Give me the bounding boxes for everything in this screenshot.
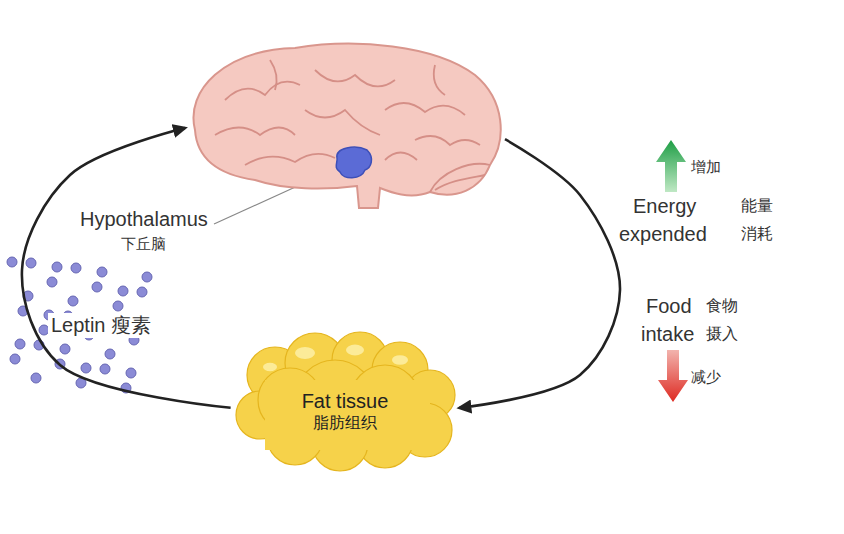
increase-arrow bbox=[656, 140, 686, 192]
leptin-dot bbox=[118, 286, 128, 296]
node-label: Fat tissue bbox=[302, 389, 389, 413]
leptin-dot bbox=[113, 301, 123, 311]
annotation-label: intake bbox=[640, 323, 695, 346]
annotation-label: 能量 bbox=[740, 197, 774, 215]
node-sublabel: 脂肪组织 bbox=[313, 413, 377, 432]
fat-tissue-cloud: Fat tissue脂肪组织 bbox=[235, 335, 455, 465]
hypothalamus-blob bbox=[336, 147, 371, 178]
annotation-label: 消耗 bbox=[740, 225, 774, 243]
leptin-dot bbox=[92, 282, 102, 292]
leptin-dot bbox=[26, 258, 36, 268]
leptin-dot bbox=[60, 344, 70, 354]
leptin-dot bbox=[105, 349, 115, 359]
feedback-arrow bbox=[22, 128, 231, 408]
annotation-label: Energy bbox=[632, 195, 697, 218]
leptin-dot bbox=[7, 257, 17, 267]
decrease-arrow bbox=[658, 350, 688, 402]
annotation-label: 减少 bbox=[690, 368, 722, 385]
brain-region: Hypothalamus下丘脑 bbox=[185, 40, 505, 200]
leptin-dot bbox=[68, 296, 78, 306]
leptin-dot bbox=[100, 364, 110, 374]
edge-label: Leptin 瘦素 bbox=[48, 313, 154, 338]
leptin-dot bbox=[15, 339, 25, 349]
feedback-arrow bbox=[459, 139, 620, 408]
annotation-label: 增加 bbox=[690, 158, 722, 175]
leptin-dot bbox=[52, 262, 62, 272]
leptin-dot bbox=[126, 368, 136, 378]
leptin-dot bbox=[47, 277, 57, 287]
leptin-dot bbox=[31, 373, 41, 383]
annotation-label: Food bbox=[645, 295, 693, 318]
leptin-dot bbox=[10, 354, 20, 364]
annotation-label: expended bbox=[618, 223, 708, 246]
leptin-dot bbox=[81, 363, 91, 373]
leptin-dot bbox=[71, 263, 81, 273]
node-sublabel: 下丘脑 bbox=[119, 235, 168, 252]
annotation-label: 食物 bbox=[705, 297, 739, 315]
node-label: Hypothalamus bbox=[78, 208, 210, 231]
leptin-dot bbox=[142, 272, 152, 282]
leptin-dot bbox=[137, 287, 147, 297]
leptin-dot bbox=[97, 267, 107, 277]
annotation-label: 摄入 bbox=[705, 325, 739, 343]
brain-outline bbox=[185, 40, 505, 200]
